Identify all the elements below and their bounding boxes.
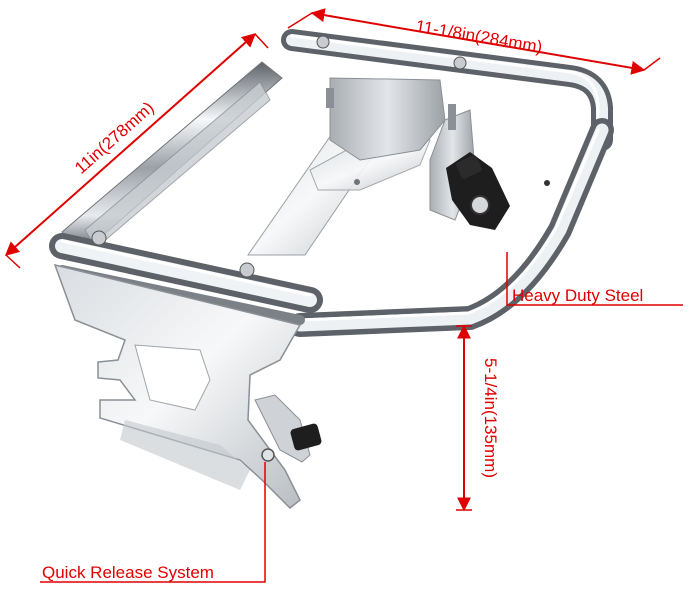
rear-latch bbox=[446, 152, 510, 230]
release-callout-label: Quick Release System bbox=[42, 563, 214, 582]
release-callout: Quick Release System bbox=[40, 462, 266, 583]
width-dimension: 11in(278mm) bbox=[4, 33, 269, 269]
rear-mount-plate bbox=[329, 77, 446, 161]
steel-callout-label: Heavy Duty Steel bbox=[512, 286, 643, 305]
steel-callout: Heavy Duty Steel bbox=[506, 252, 683, 306]
height-dimension: 5-1/4in(135mm) bbox=[456, 324, 500, 512]
front-quick-release-latch bbox=[254, 394, 322, 463]
height-label: 5-1/4in(135mm) bbox=[481, 358, 500, 478]
